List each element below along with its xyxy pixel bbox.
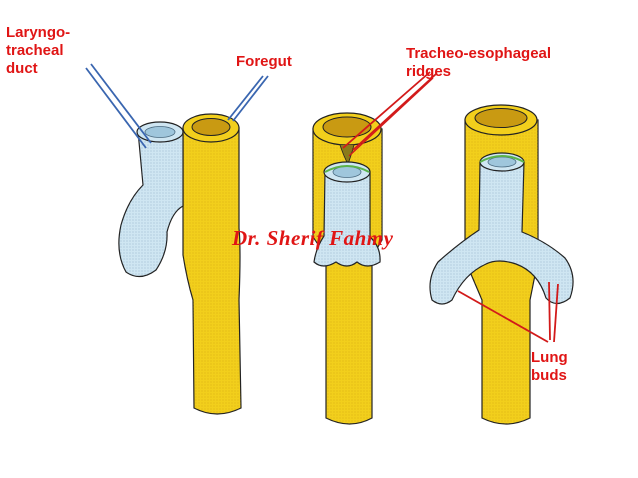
leader-foregut-b (227, 75, 264, 121)
watermark-signature: Dr. Sherif Fahmy (232, 226, 394, 250)
leader-ridges-c (348, 77, 434, 157)
label-foregut: Foregut (236, 53, 292, 70)
stage-1-diagram (118, 113, 242, 415)
leader-laryngotracheal-duct-a (85, 67, 147, 149)
leader-laryngotracheal-duct-b (90, 63, 152, 144)
label-tracheo-esophageal-ridges: Tracheo-esophageal ridges (406, 45, 552, 80)
leader-lung-buds-c (553, 283, 559, 343)
label-laryngotracheal-duct: Laryngo- tracheal duct (6, 24, 71, 77)
stage-2-diagram (312, 112, 383, 425)
leader-lung-buds-b (548, 281, 551, 341)
label-lung-buds: Lung buds (531, 349, 568, 384)
leader-lung-buds-a (457, 290, 549, 343)
leader-ridges-b (352, 73, 437, 151)
leader-ridges-a (342, 71, 431, 149)
stage-3-diagram (429, 104, 574, 425)
leader-lines (85, 63, 559, 343)
leader-foregut-a (232, 75, 269, 122)
